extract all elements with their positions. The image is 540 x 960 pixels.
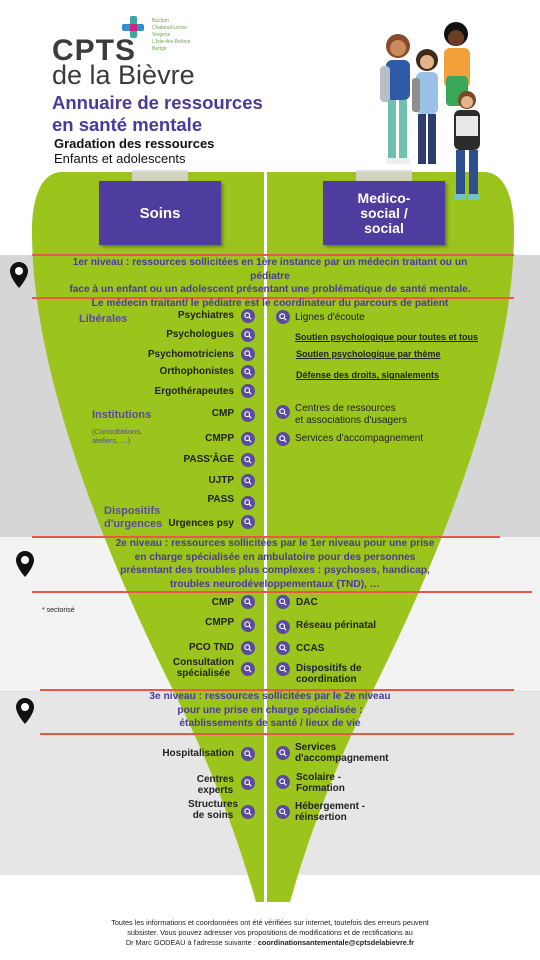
search-icon[interactable] [241, 496, 255, 510]
resource-urgences-psy[interactable]: Urgences psy [168, 518, 234, 529]
search-icon[interactable] [241, 384, 255, 398]
town: Bertgir [152, 46, 167, 52]
search-icon[interactable] [241, 432, 255, 446]
search-icon[interactable] [276, 746, 290, 760]
resource-cmpp-2[interactable]: CMPP [205, 617, 234, 628]
search-icon[interactable] [241, 474, 255, 488]
map-pin-icon [16, 698, 34, 724]
children-illustration [380, 22, 480, 200]
resource-consultation-specialisee[interactable]: Consultation spécialisée [172, 657, 234, 679]
category-institutions: Institutions [92, 409, 152, 421]
sectorise-note: * sectorisé [42, 607, 75, 614]
search-icon[interactable] [241, 618, 255, 632]
search-icon[interactable] [241, 595, 255, 609]
resource-services-accompagnement[interactable]: Services d'accompagnement [295, 433, 424, 444]
map-pin-icon [10, 262, 28, 288]
resource-hebergement-reinsertion[interactable]: Hébergement - réinsertion [295, 801, 366, 823]
resource-cmpp[interactable]: CMPP [205, 433, 234, 444]
search-icon[interactable] [276, 620, 290, 634]
link-defense-droits[interactable]: Défense des droits, signalements [296, 370, 440, 380]
level2-description: 2e niveau : ressources sollicitées par l… [115, 538, 435, 590]
resource-orthophonistes[interactable]: Orthophonistes [159, 366, 234, 377]
resource-cmp-2[interactable]: CMP [211, 597, 234, 608]
resource-lignes-ecoute[interactable]: Lignes d'écoute [295, 312, 365, 323]
level2-top-line [32, 536, 500, 538]
resource-ergotherapeutes[interactable]: Ergothérapeutes [154, 386, 234, 397]
logo-cpts: CPTS [52, 34, 137, 67]
resource-scolaire-formation[interactable]: Scolaire - Formation [296, 772, 345, 794]
logo-towns: Buchon Chabeuil-Lence Vergeze L'Isle-des… [152, 18, 222, 53]
search-icon[interactable] [241, 365, 255, 379]
contact-email-link[interactable]: coordinationsantementale@cptsdelabievre.… [257, 938, 415, 947]
level1-top-line [32, 254, 514, 256]
search-icon[interactable] [241, 662, 255, 676]
category-urgences: Dispositifs d'urgences [104, 505, 163, 530]
search-icon[interactable] [276, 310, 290, 324]
search-icon[interactable] [276, 405, 290, 419]
medico-tab [356, 170, 412, 183]
search-icon[interactable] [276, 595, 290, 609]
level3-bottom-line [40, 733, 514, 735]
map-pin-icon [16, 551, 34, 577]
resource-services-accompagnement-3[interactable]: Services d'accompagnement [295, 742, 389, 764]
resource-psychologues[interactable]: Psychologues [166, 329, 234, 340]
resource-reseau-perinatal[interactable]: Réseau périnatal [296, 620, 377, 631]
resource-dispositifs-coordination[interactable]: Dispositifs de coordination [296, 663, 362, 685]
resource-centres-experts[interactable]: Centres experts [196, 774, 234, 796]
resource-structures-soins[interactable]: Structures de soins [187, 799, 238, 821]
resource-ujtp[interactable]: UJTP [208, 475, 234, 486]
resource-pass[interactable]: PASS [207, 494, 235, 505]
search-icon[interactable] [241, 776, 255, 790]
resource-hospitalisation[interactable]: Hospitalisation [162, 748, 234, 759]
search-icon[interactable] [276, 641, 290, 655]
footer-disclaimer: Toutes les informations et coordonnées o… [111, 918, 429, 947]
resource-dac[interactable]: DAC [296, 597, 318, 608]
resource-psychomotriciens[interactable]: Psychomotriciens [147, 349, 234, 360]
town: Chabeuil-Lence [152, 25, 188, 31]
level1-bottom-line [32, 297, 514, 299]
search-icon[interactable] [276, 432, 290, 446]
search-icon[interactable] [276, 805, 290, 819]
category-liberales: Libérales [79, 313, 128, 325]
resource-pco-tnd[interactable]: PCO TND [189, 642, 234, 653]
soins-tab [132, 170, 188, 183]
page-audience: Enfants et adolescents [54, 151, 186, 166]
level3-top-line [40, 689, 514, 691]
town: L'Isle-des-Belons [152, 39, 191, 45]
search-icon[interactable] [241, 408, 255, 422]
level2-bottom-line [32, 591, 532, 593]
medico-social-header: Medico- social / social [323, 181, 445, 245]
page-subtitle: Gradation des ressources [54, 136, 215, 151]
link-soutien-psy-tous[interactable]: Soutien psychologique pour toutes et tou… [295, 332, 479, 342]
resource-centres-ressources[interactable]: Centres de ressources et associations d'… [295, 403, 407, 426]
search-icon[interactable] [241, 641, 255, 655]
level3-description: 3e niveau : ressources sollicitées par l… [149, 691, 391, 729]
link-soutien-psy-theme[interactable]: Soutien psychologique par thème [296, 349, 441, 359]
search-icon[interactable] [241, 515, 255, 529]
search-icon[interactable] [276, 775, 290, 789]
town: Buchon [152, 18, 169, 24]
town: Vergeze [152, 32, 171, 38]
soins-header: Soins [99, 181, 221, 245]
search-icon[interactable] [276, 662, 290, 676]
search-icon[interactable] [241, 347, 255, 361]
search-icon[interactable] [241, 328, 255, 342]
resource-psychiatres[interactable]: Psychiatres [177, 310, 234, 321]
search-icon[interactable] [241, 453, 255, 467]
search-icon[interactable] [241, 309, 255, 323]
logo-bievre: de la Bièvre [52, 60, 195, 90]
level1-description: 1er niveau : ressources sollicitées en 1… [69, 257, 471, 309]
category-institutions-note: (Consultations, ateliers, …) [92, 427, 143, 445]
resource-pass-age[interactable]: PASS'ÂGE [183, 454, 234, 465]
resource-ccas[interactable]: CCAS [296, 643, 325, 654]
cpts-cross-icon [122, 16, 144, 38]
resource-cmp[interactable]: CMP [211, 408, 234, 419]
search-icon[interactable] [241, 805, 255, 819]
page-title: Annuaire de ressources en santé mentale [52, 92, 263, 135]
search-icon[interactable] [241, 747, 255, 761]
